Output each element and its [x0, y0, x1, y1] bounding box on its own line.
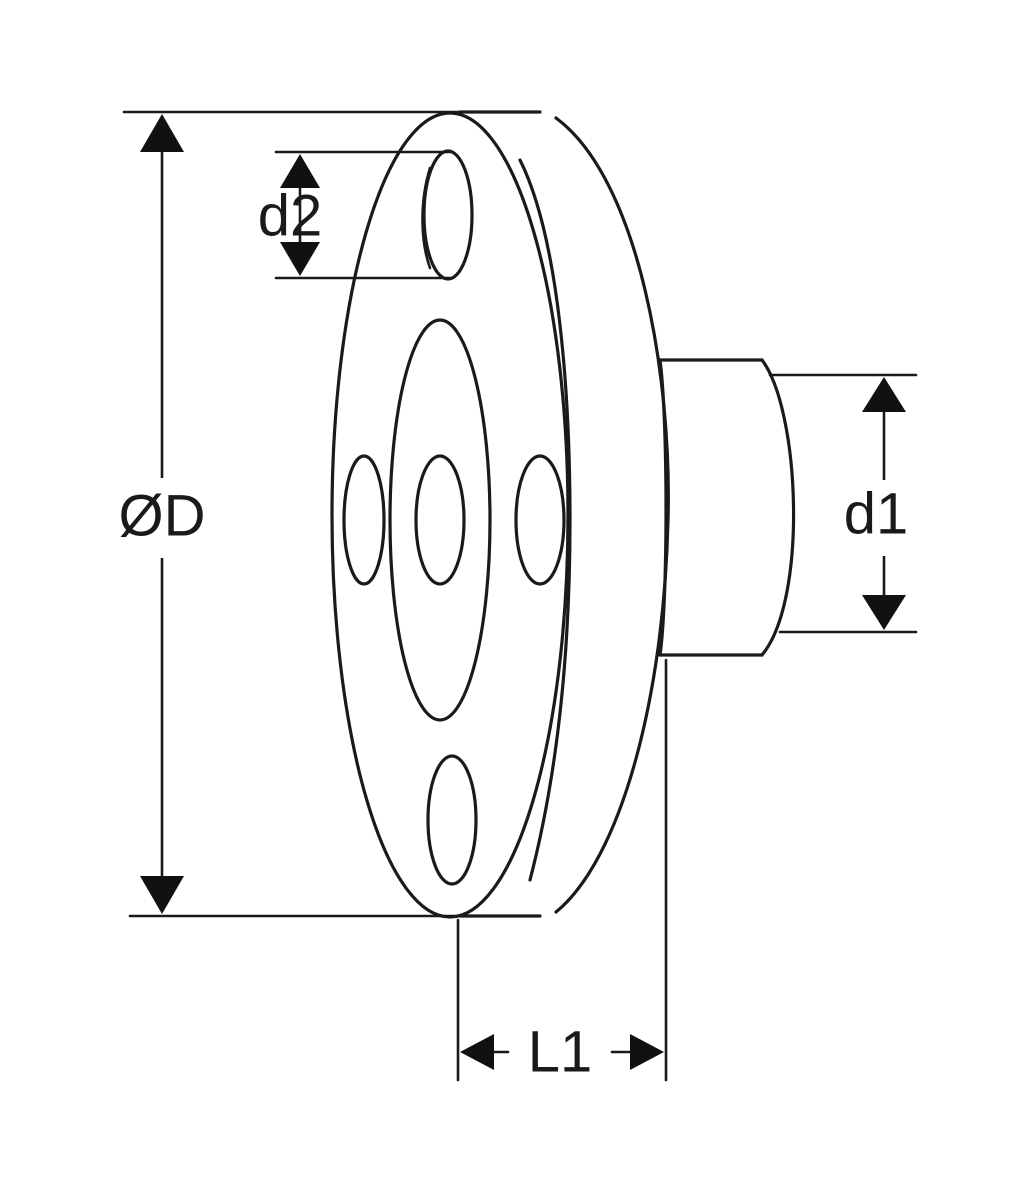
d1-arrow-bottom	[862, 595, 906, 630]
d2-arrow-bottom	[280, 242, 320, 276]
hub-join-line	[658, 358, 668, 657]
bolt-hole-bottom	[426, 754, 478, 886]
l1-label: L1	[528, 1019, 593, 1084]
d1-label: d1	[844, 481, 909, 546]
l1-arrow-left	[460, 1034, 494, 1070]
flange-hub	[658, 358, 796, 657]
d2-label: d2	[258, 183, 323, 248]
flange-thickness-edge	[518, 158, 572, 882]
flange-outer-circle	[330, 111, 570, 919]
flange-body	[458, 110, 670, 918]
raised-face-circle	[388, 318, 492, 722]
flange-front-face	[330, 111, 570, 919]
dimension-hub-diameter: d1	[768, 373, 928, 634]
dimension-bolt-hole: d2	[258, 150, 452, 280]
hub-end-face	[760, 358, 796, 657]
dimension-length: L1	[456, 658, 668, 1084]
flange-rear-rim	[554, 116, 670, 914]
center-bore	[414, 454, 466, 586]
d1-arrow-top	[862, 377, 906, 412]
bolt-hole-top-bore	[421, 166, 432, 270]
dimension-outer-diameter: ØD	[104, 110, 462, 918]
bolt-hole-left	[342, 454, 386, 586]
d2-arrow-top	[280, 154, 320, 188]
od-label: ØD	[119, 483, 206, 548]
l1-arrow-right	[630, 1034, 664, 1070]
od-arrow-bottom	[140, 876, 184, 914]
bolt-hole-right	[514, 454, 566, 586]
od-arrow-top	[140, 114, 184, 152]
